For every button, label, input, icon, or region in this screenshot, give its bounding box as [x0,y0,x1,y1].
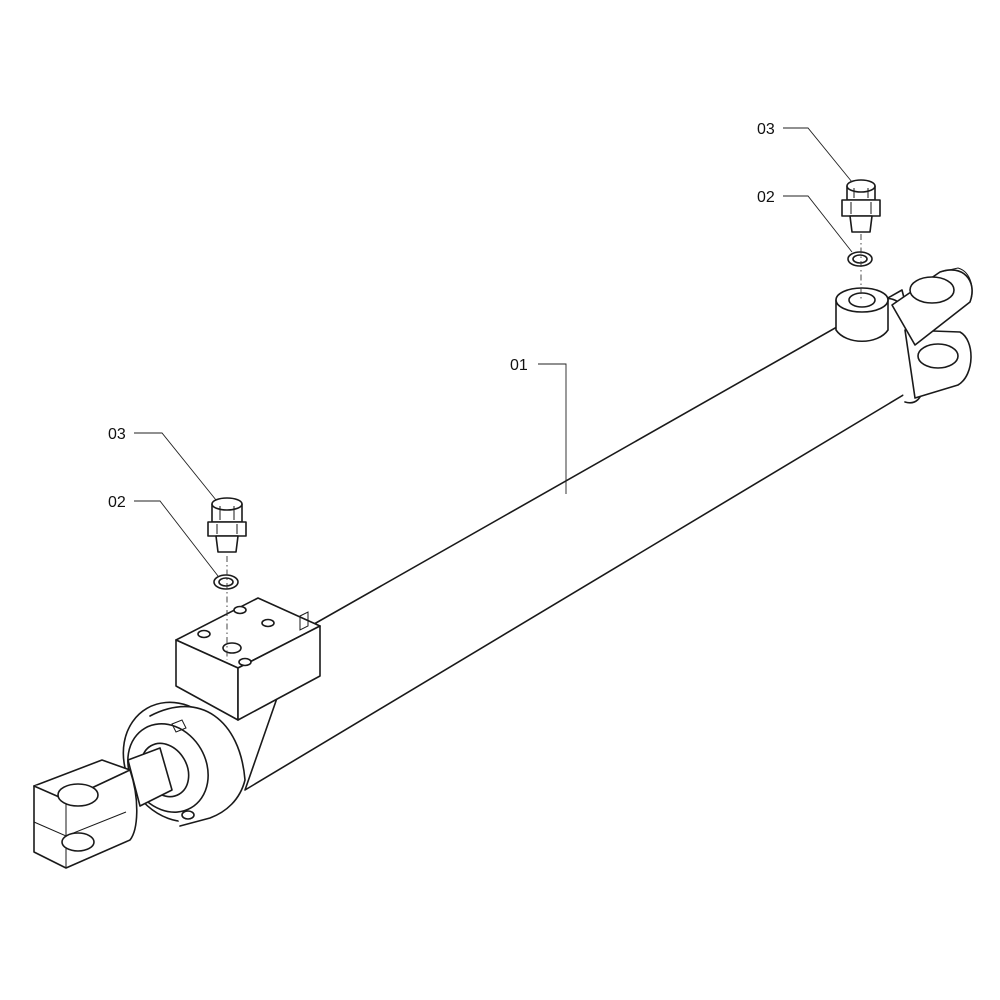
rod-end-fitting [207,497,247,553]
callout-03-cap-end: 03 [757,121,775,138]
rod-end-washer [213,574,239,590]
cap-end-washer [847,251,873,267]
rod-end-clevis [33,747,173,869]
cap-end-fitting [841,179,881,233]
leader-03-rod-end [134,432,217,501]
cap-end-clevis [891,267,973,399]
callout-03-rod-end: 03 [108,426,126,443]
callout-01: 01 [510,357,528,374]
callout-02-cap-end: 02 [757,189,775,206]
leader-02-cap-end [783,195,853,253]
callout-02-rod-end: 02 [108,494,126,511]
cap-end-port-boss [835,287,889,342]
cylinder-barrel [244,289,926,791]
leader-01 [538,363,567,494]
leader-02-rod-end [134,500,219,577]
leader-03-cap-end [783,127,853,183]
port-block [175,597,321,721]
